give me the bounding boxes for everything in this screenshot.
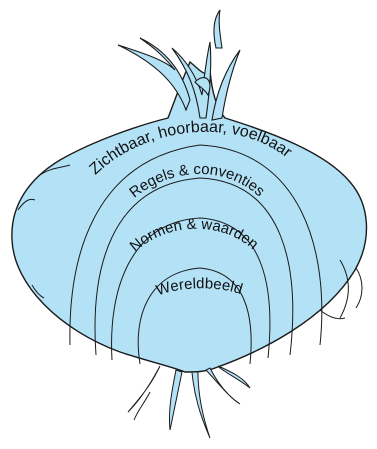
onion-roots [128,366,250,438]
